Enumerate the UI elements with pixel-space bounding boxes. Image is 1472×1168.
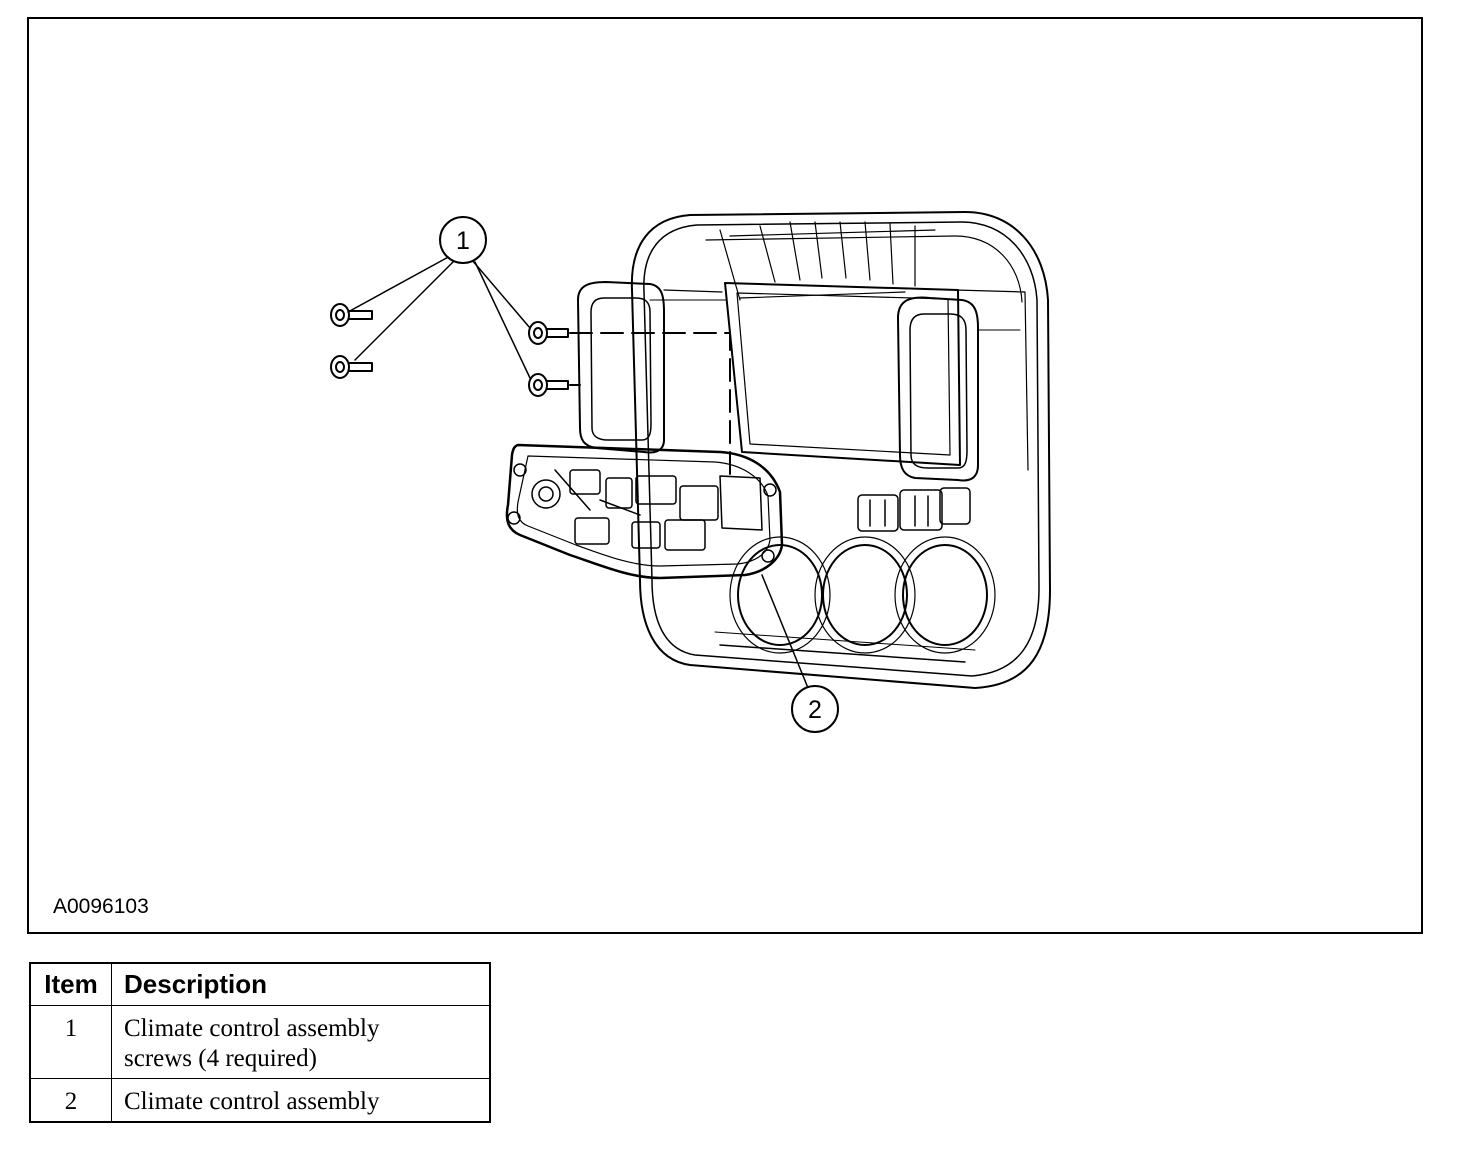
legend-header-row: Item Description bbox=[29, 962, 491, 1006]
screw-3 bbox=[528, 321, 569, 345]
instrument-panel-bezel bbox=[577, 211, 1051, 689]
alignment-lines bbox=[569, 332, 731, 479]
climate-control-assembly bbox=[505, 443, 784, 580]
screw-2 bbox=[330, 355, 373, 379]
figure-frame bbox=[27, 17, 1423, 934]
legend-item-number: 2 bbox=[29, 1078, 112, 1123]
screw-4 bbox=[528, 373, 569, 397]
legend-header-description: Description bbox=[111, 962, 491, 1006]
table-row: 2 Climate control assembly bbox=[29, 1078, 491, 1123]
callout-2: 2 bbox=[791, 685, 839, 733]
legend-table: Item Description 1 Climate control assem… bbox=[29, 962, 491, 1123]
figure-id: A0096103 bbox=[53, 895, 149, 918]
legend-item-description: Climate control assembly bbox=[111, 1078, 491, 1123]
callout-1: 1 bbox=[439, 216, 487, 264]
screw-1 bbox=[330, 303, 373, 327]
screws bbox=[330, 303, 569, 397]
legend-item-description: Climate control assembly screws (4 requi… bbox=[111, 1005, 491, 1079]
legend-header-item: Item bbox=[29, 962, 112, 1006]
legend-item-number: 1 bbox=[29, 1005, 112, 1079]
leader-lines bbox=[347, 254, 809, 689]
callout-1-label: 1 bbox=[456, 227, 470, 255]
table-row: 1 Climate control assembly screws (4 req… bbox=[29, 1005, 491, 1079]
callout-2-label: 2 bbox=[808, 696, 822, 724]
